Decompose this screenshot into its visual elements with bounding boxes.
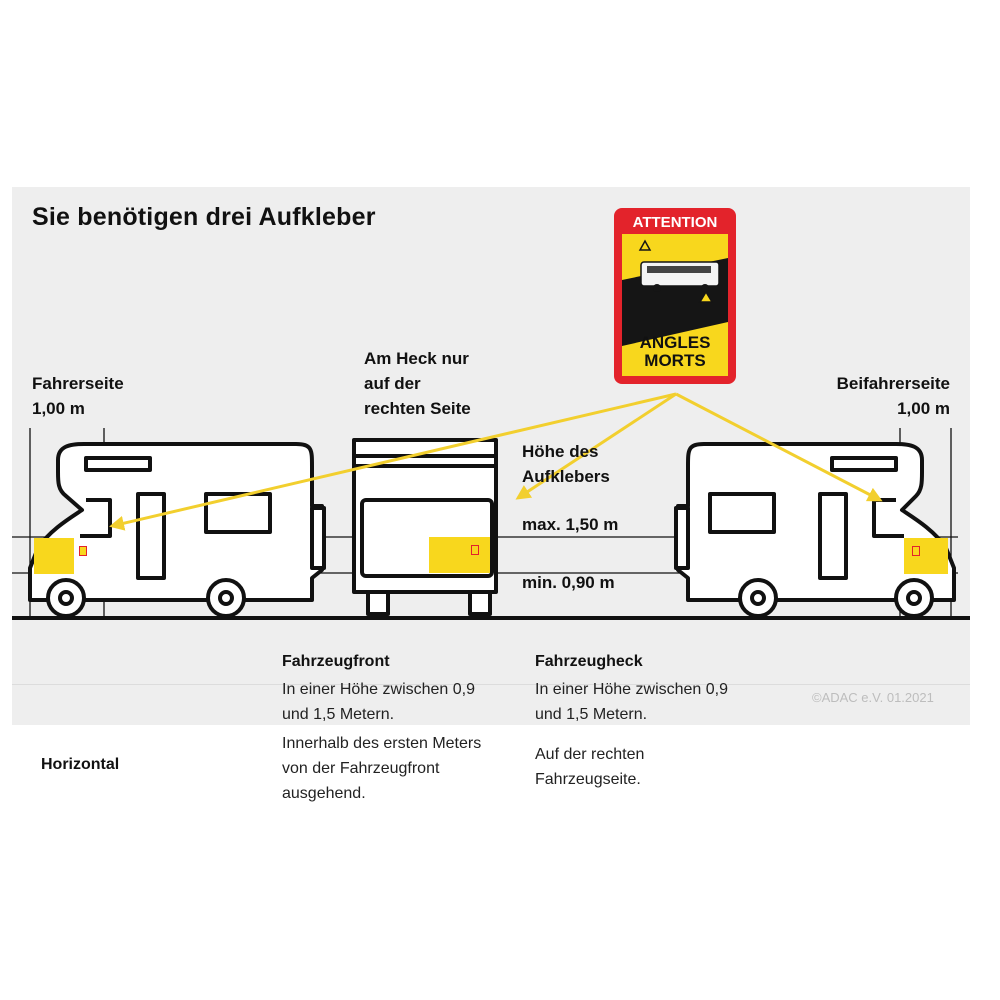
- row-label-horizontal: Horizontal: [41, 756, 120, 773]
- front-horizontal-text: Innerhalb des ersten Meters von der Fahr…: [282, 735, 482, 802]
- heading-rear: Fahrzeugheck: [535, 653, 643, 670]
- motorhome-left: [28, 442, 326, 602]
- rear-height-text: In einer Höhe zwischen 0,9 und 1,5 Meter…: [535, 681, 728, 723]
- motorhome-right: [674, 442, 956, 602]
- sticker-mini-left: [79, 546, 87, 556]
- sticker-top-text: ATTENTION: [633, 214, 718, 231]
- vehicle-rear: [352, 438, 498, 616]
- heading-front: Fahrzeugfront: [282, 653, 390, 670]
- left-front-sticker-zone: [34, 538, 74, 574]
- sticker-line1-text: ANGLES: [640, 333, 711, 352]
- label-passenger-side: Beifahrerseite 1,00 m: [836, 374, 950, 418]
- label-min-height: min. 0,90 m: [522, 573, 615, 592]
- sticker-mini-right: [912, 546, 920, 556]
- arrow-to-passenger-front: [675, 392, 883, 502]
- label-sticker-height: Höhe des Aufklebers: [522, 442, 610, 486]
- label-rear: Am Heck nur auf der rechten Seite: [364, 349, 471, 418]
- divider-line: [12, 684, 970, 685]
- label-driver-side: Fahrerseite 1,00 m: [32, 374, 124, 418]
- front-height-text: In einer Höhe zwischen 0,9 und 1,5 Meter…: [282, 681, 475, 723]
- wheel-right-front: [894, 578, 934, 618]
- copyright-text: ©ADAC e.V. 01.2021: [812, 690, 934, 705]
- right-front-sticker-zone: [904, 538, 948, 574]
- label-max-height: max. 1,50 m: [522, 515, 619, 534]
- rear-horizontal-text: Auf der rechten Fahrzeugseite.: [535, 746, 645, 788]
- wheel-right-rear: [738, 578, 778, 618]
- arrow-to-driver-front: [109, 392, 677, 531]
- rear-sticker-zone: [429, 537, 490, 573]
- pointer-arrows: [109, 392, 883, 531]
- wheel-left-rear: [206, 578, 246, 618]
- angles-morts-sticker: ATTENTION ANGLES MORTS: [614, 208, 736, 384]
- warning-triangle-icon: [638, 239, 714, 303]
- wheel-left-front: [46, 578, 86, 618]
- sticker-mini-rear: [471, 545, 479, 555]
- page-title: Sie benötigen drei Aufkleber: [32, 203, 376, 231]
- arrow-to-rear: [515, 392, 677, 500]
- sticker-line2-text: MORTS: [644, 351, 705, 370]
- bus-icon: [640, 261, 720, 292]
